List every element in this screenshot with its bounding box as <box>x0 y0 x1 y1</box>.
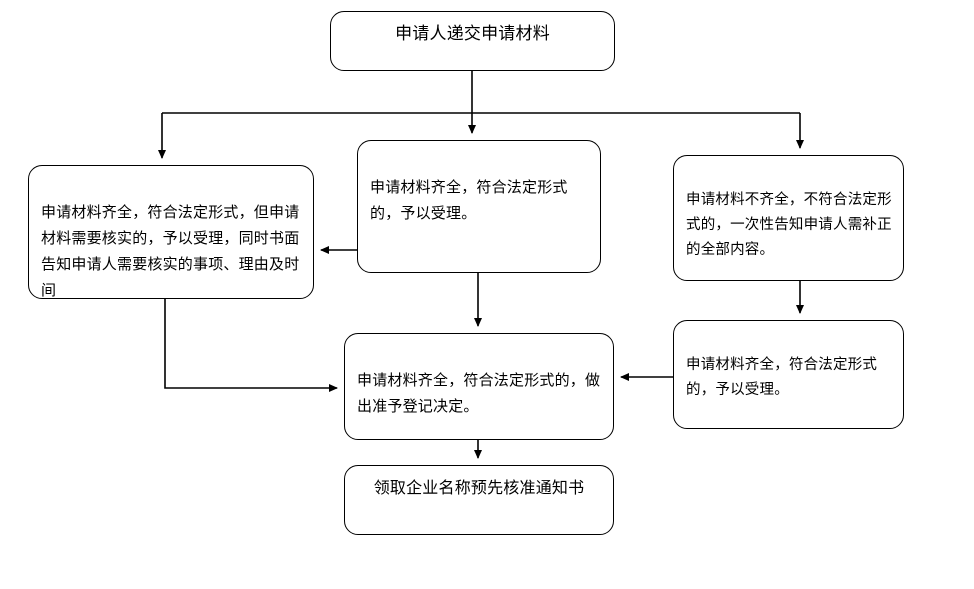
node-submit-application: 申请人递交申请材料 <box>330 11 615 71</box>
edge-submit-to-bus <box>162 71 800 114</box>
node-accept-after-correction-label: 申请材料齐全，符合法定形式的，予以受理。 <box>686 357 878 398</box>
node-incomplete-materials-notice-label: 申请材料不齐全，不符合法定形式的，一次性告知申请人需补正的全部内容。 <box>686 192 892 258</box>
node-registration-decision-label: 申请材料齐全，符合法定形式的，做出准予登记决定。 <box>357 371 601 415</box>
node-accept-complete-materials-label: 申请材料齐全，符合法定形式的，予以受理。 <box>370 178 568 222</box>
node-accept-after-correction: 申请材料齐全，符合法定形式的，予以受理。 <box>673 320 904 429</box>
node-receive-approval-notice-label: 领取企业名称预先核准通知书 <box>373 478 585 497</box>
node-registration-decision: 申请材料齐全，符合法定形式的，做出准予登记决定。 <box>344 333 614 440</box>
node-accept-with-verification: 申请材料齐全，符合法定形式，但申请材料需要核实的，予以受理，同时书面告知申请人需… <box>28 165 314 299</box>
node-incomplete-materials-notice: 申请材料不齐全，不符合法定形式的，一次性告知申请人需补正的全部内容。 <box>673 155 904 281</box>
node-accept-complete-materials: 申请材料齐全，符合法定形式的，予以受理。 <box>357 140 601 273</box>
edge-verify-to-decision <box>164 299 338 392</box>
node-submit-application-label: 申请人递交申请材料 <box>395 24 550 44</box>
node-receive-approval-notice: 领取企业名称预先核准通知书 <box>344 465 614 535</box>
node-accept-with-verification-label: 申请材料齐全，符合法定形式，但申请材料需要核实的，予以受理，同时书面告知申请人需… <box>41 203 300 299</box>
